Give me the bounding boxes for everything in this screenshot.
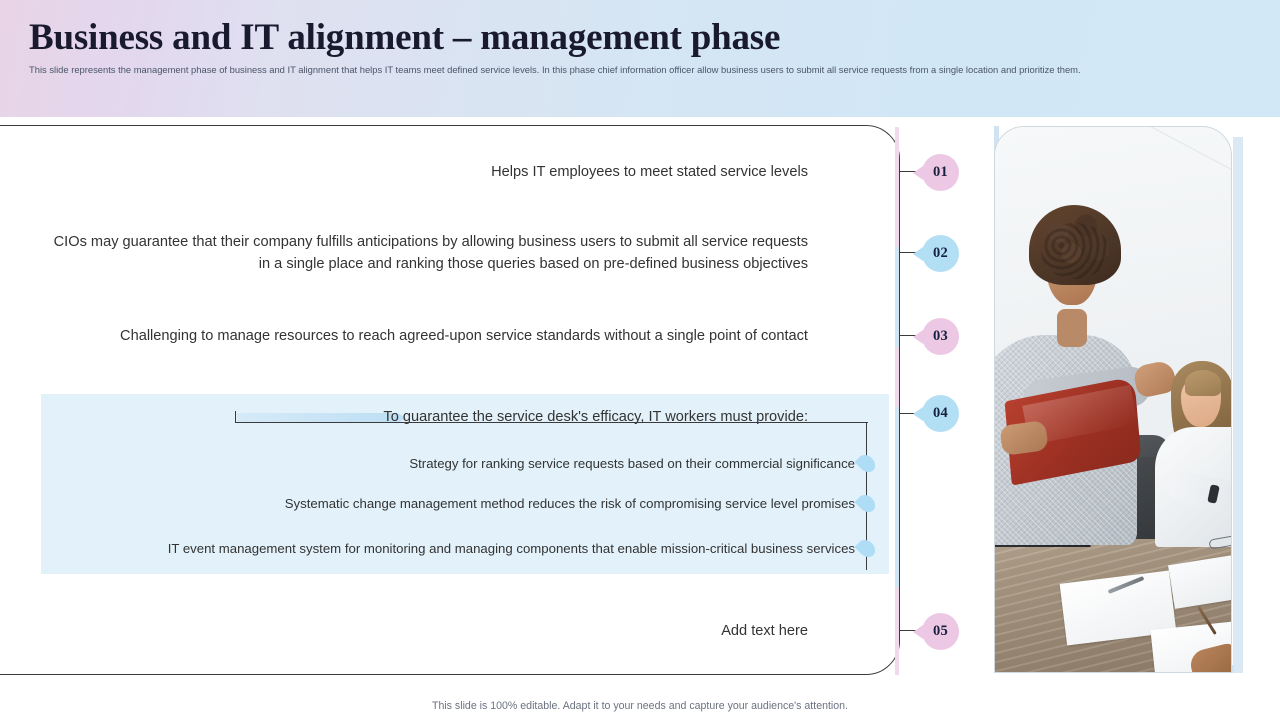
timeline-connector-05 — [899, 630, 924, 632]
timeline-row-01-text: Helps IT employees to meet stated servic… — [491, 164, 808, 180]
timeline-badge-03[interactable]: 03 — [922, 318, 959, 355]
timeline-badge-04[interactable]: 04 — [922, 395, 959, 432]
timeline-row-03-text: Challenging to manage resources to reach… — [120, 328, 808, 344]
business-meeting-photo — [994, 126, 1232, 673]
slide-body: Helps IT employees to meet stated servic… — [0, 117, 1280, 720]
timeline-connector-02 — [899, 252, 924, 254]
sub-items-panel — [41, 394, 889, 574]
rail-segment-03 — [895, 347, 899, 407]
timeline-row-04-text: To guarantee the service desk's efficacy… — [383, 409, 808, 425]
timeline-row-05-text: Add text here — [721, 623, 808, 639]
photo-accent-right — [1233, 137, 1243, 673]
timeline-connector-04 — [899, 413, 924, 415]
rail-segment-04 — [895, 407, 899, 587]
slide-footer-note: This slide is 100% editable. Adapt it to… — [431, 700, 849, 712]
photo-man-hair-curls — [1041, 223, 1109, 279]
rail-segment-02 — [895, 247, 899, 347]
photo-woman-fringe — [1185, 370, 1221, 396]
lead-arrow-icon — [237, 413, 397, 422]
slide-header: Business and IT alignment – management p… — [0, 0, 1280, 117]
bracket-left-stub — [235, 411, 237, 423]
timeline-badge-02[interactable]: 02 — [922, 235, 959, 272]
bracket-horizontal-rule — [235, 422, 868, 424]
timeline-row-04[interactable]: To guarantee the service desk's efficacy… — [0, 406, 900, 436]
timeline-row-02-text: CIOs may guarantee that their company fu… — [53, 234, 808, 272]
rail-segment-01 — [895, 127, 899, 247]
page-subtitle: This slide represents the management pha… — [29, 64, 1081, 75]
photo-man-hair — [1029, 205, 1121, 285]
sub-item-1-text: Strategy for ranking service requests ba… — [409, 456, 855, 471]
timeline-connector-03 — [899, 335, 924, 337]
sub-item-2-text: Systematic change management method redu… — [284, 496, 855, 511]
photo-man-neck — [1057, 309, 1087, 347]
rail-segment-05 — [895, 587, 899, 675]
page-title: Business and IT alignment – management p… — [29, 17, 781, 58]
timeline-badge-05[interactable]: 05 — [922, 613, 959, 650]
timeline-badge-01[interactable]: 01 — [922, 154, 959, 191]
timeline-connector-01 — [899, 171, 924, 173]
timeline-rail — [895, 127, 899, 675]
sub-item-3-text: IT event management system for monitorin… — [167, 541, 855, 556]
